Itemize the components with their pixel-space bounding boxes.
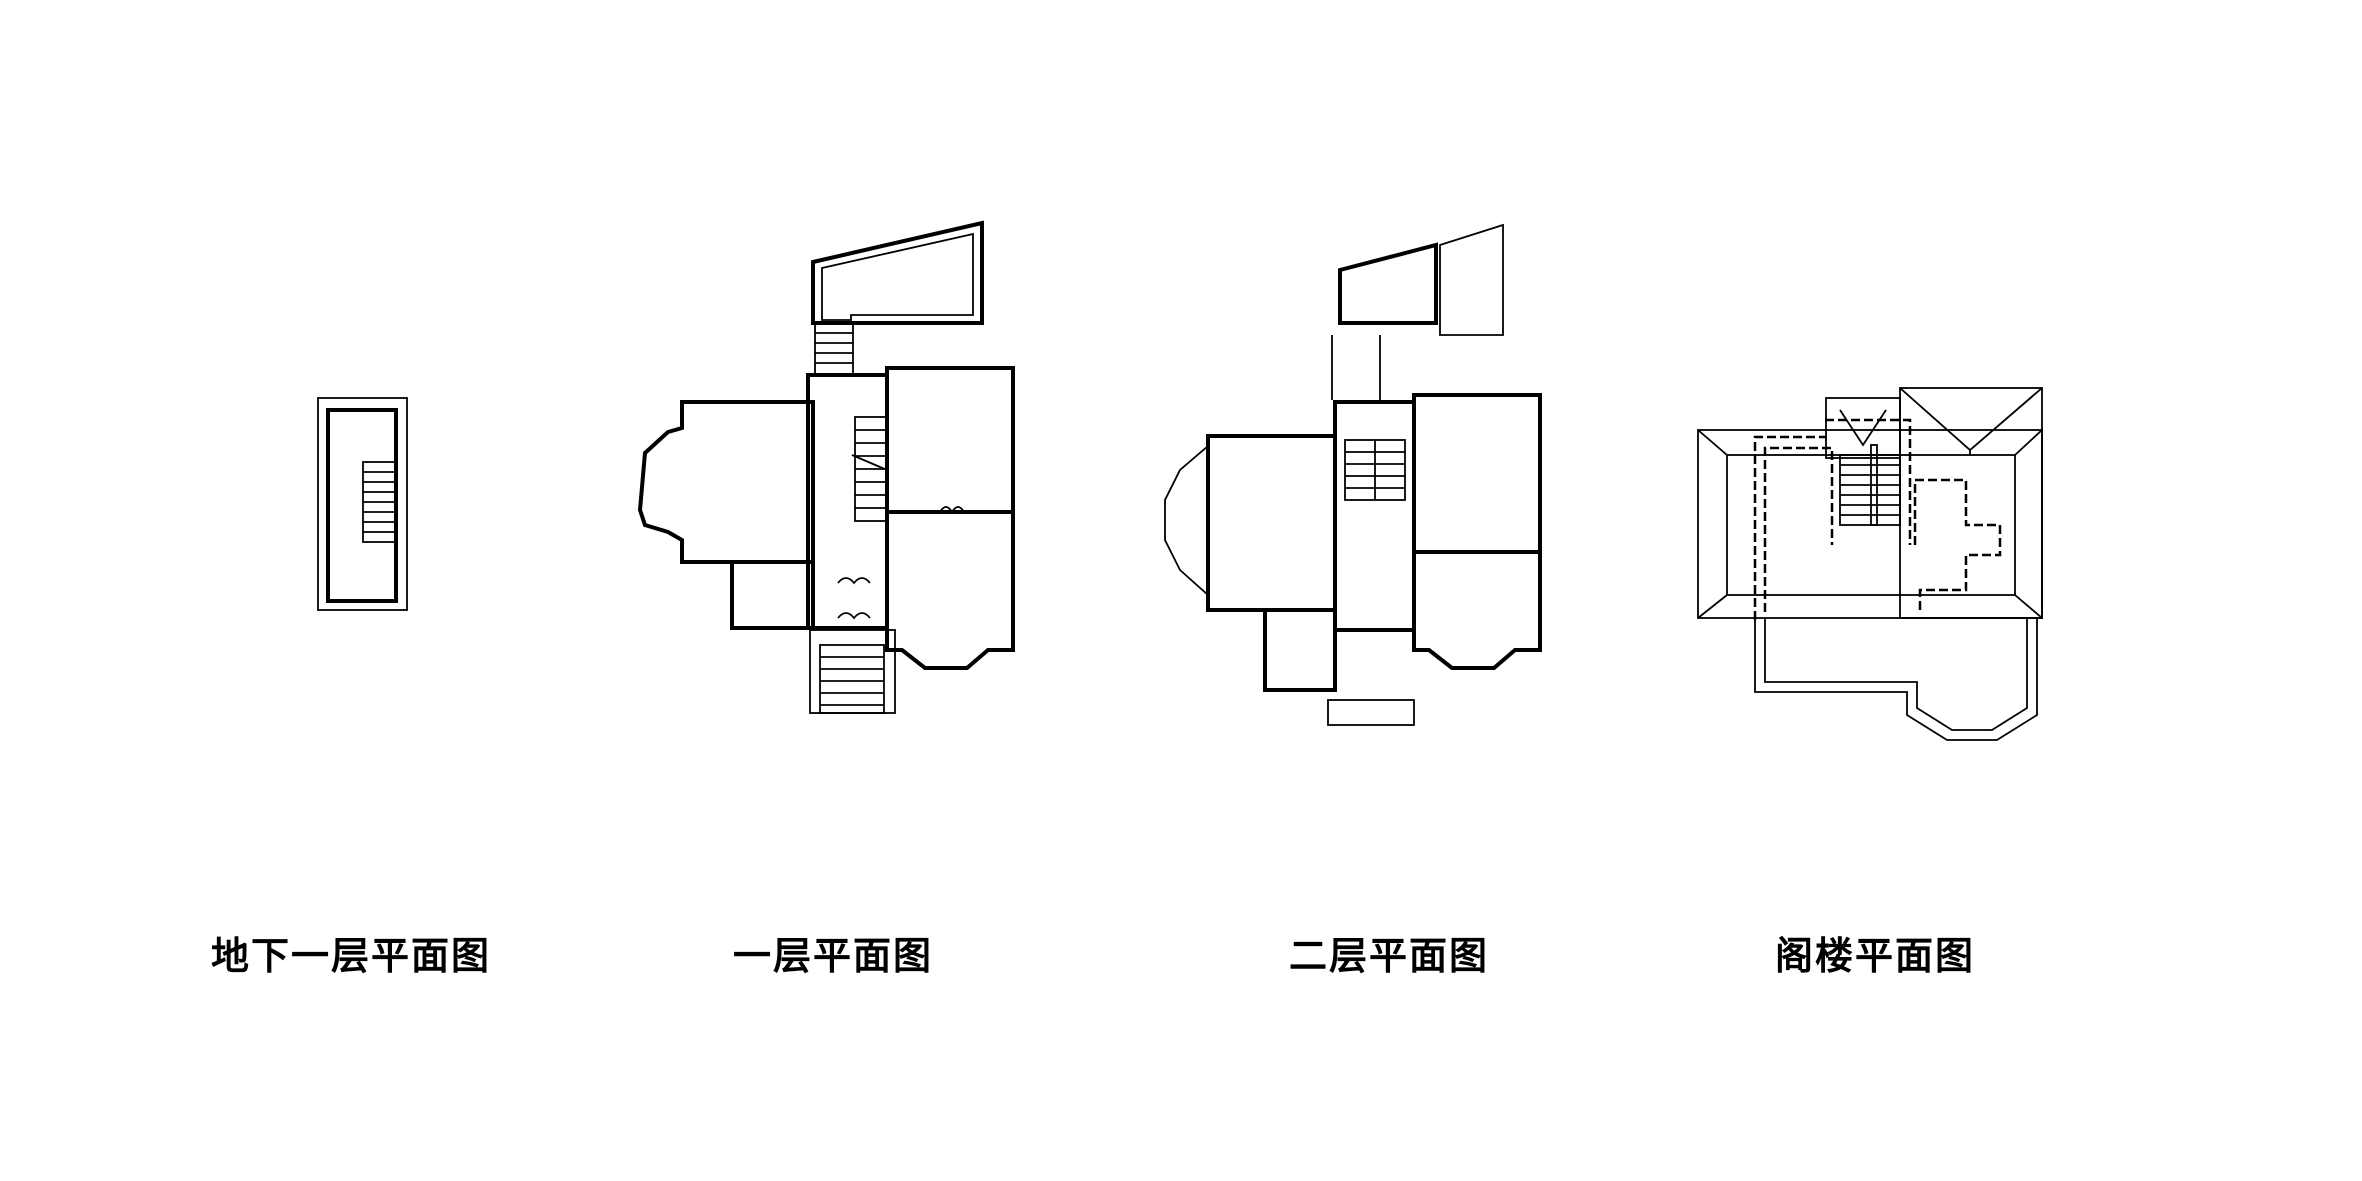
basement-plan-title: 地下一层平面图	[210, 934, 492, 978]
main-stair	[851, 416, 888, 522]
basement-stair	[362, 461, 396, 543]
first-floor-plan	[637, 220, 1015, 714]
first-floor-plan-title: 一层平面图	[732, 934, 934, 978]
basement-plan	[317, 397, 408, 611]
rear-stair	[814, 322, 854, 376]
second-floor-plan	[1164, 223, 1542, 726]
attic-plan-title: 阁楼平面图	[1774, 934, 1976, 978]
second-floor-plan-title: 二层平面图	[1288, 934, 1490, 978]
front-steps	[809, 629, 896, 714]
attic-plan	[1697, 387, 2043, 741]
second-floor-stair	[1344, 439, 1406, 501]
attic-stair	[1839, 444, 1901, 526]
doors	[837, 506, 965, 620]
